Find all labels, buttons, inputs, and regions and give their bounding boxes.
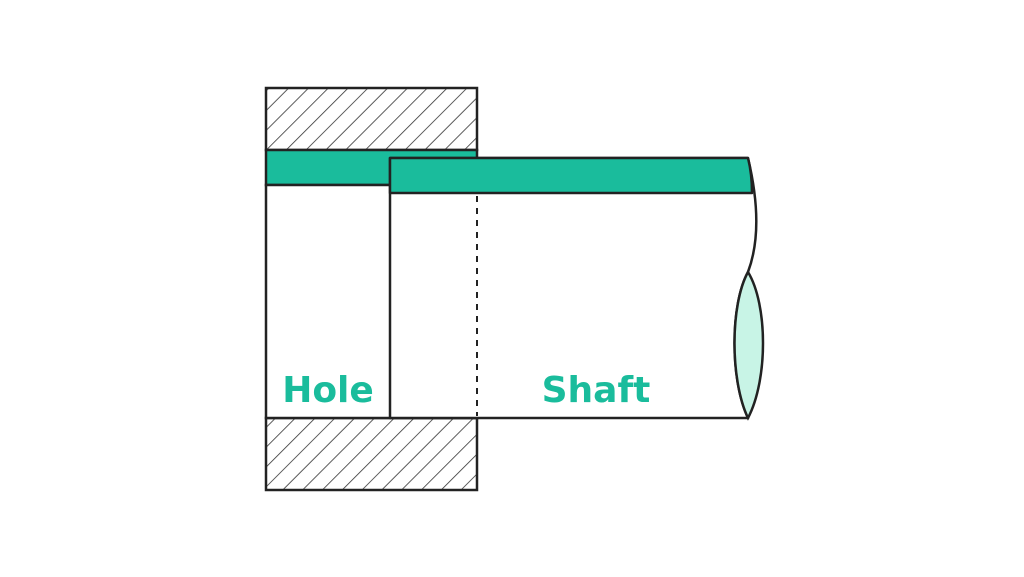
- hole-bottom-wall-hatch: [264, 416, 479, 492]
- shaft-break-section: [733, 269, 765, 421]
- shaft-label: Shaft: [542, 370, 651, 411]
- shaft-tolerance-band: [388, 156, 754, 195]
- hole-label: Hole: [282, 370, 374, 411]
- hole-top-wall-hatch: [264, 86, 479, 152]
